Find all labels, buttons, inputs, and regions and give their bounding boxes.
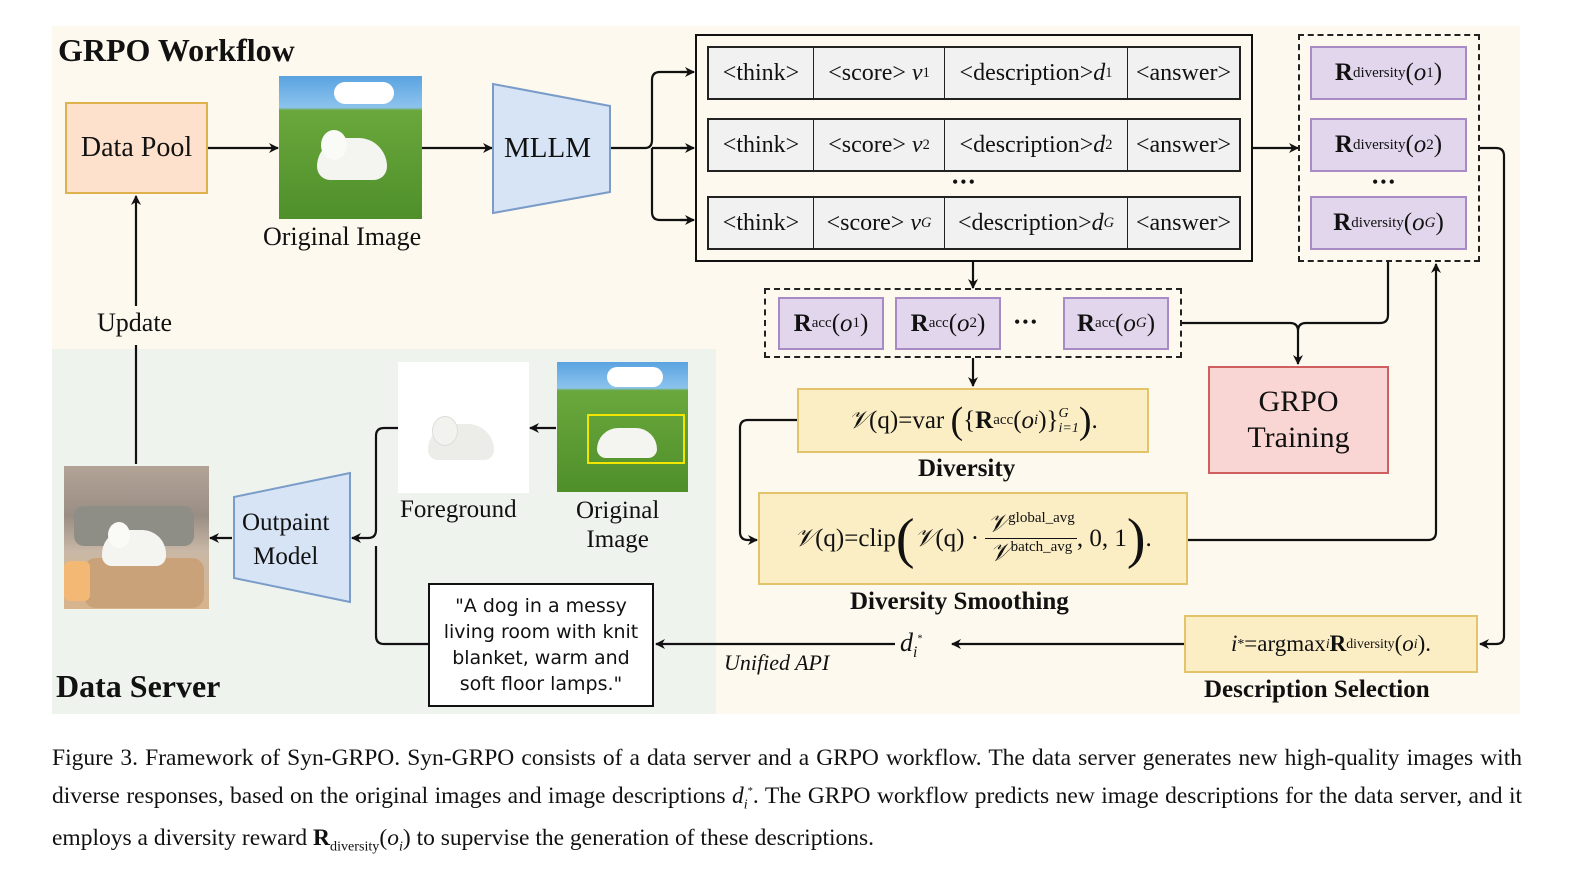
description-line: "A dog in a messy [455, 595, 627, 617]
answer-tag: <answer> [1135, 59, 1232, 86]
answer-tag: <answer> [1135, 131, 1232, 158]
accuracy-rewards-group [764, 288, 1182, 358]
generated-image [64, 466, 209, 609]
mllm-label: MLLM [504, 132, 591, 164]
ellipsis: ••• [1372, 172, 1397, 192]
arrow-rewards-to-grpo [1182, 262, 1390, 364]
arrow-smoothing-to-diversity-rewards [1188, 263, 1441, 542]
outpaint-shape [233, 471, 351, 604]
ellipsis: ••• [952, 172, 977, 192]
think-tag: <think> [709, 198, 814, 248]
description-line: blanket, warm and [452, 647, 630, 669]
selected-description-symbol: di* [900, 628, 923, 662]
think-tag: <think> [709, 120, 814, 170]
arrow-diversity-to-selection [1479, 146, 1506, 649]
answer-tag: <answer> [1135, 209, 1232, 236]
mllm-shape [492, 82, 611, 215]
description-selection-label: Description Selection [1204, 676, 1430, 703]
arrow-diversity-to-smoothing [738, 418, 797, 545]
data-server-title: Data Server [56, 668, 221, 704]
think-tag: <think> [709, 48, 814, 98]
diversity-smoothing-label: Diversity Smoothing [850, 588, 1069, 615]
bounding-box [587, 414, 685, 464]
original-image [279, 76, 422, 219]
description-line: soft floor lamps." [459, 673, 623, 695]
update-label: Update [97, 308, 173, 337]
foreground-image [398, 362, 529, 493]
selected-description-box: "A dog in a messy living room with knit … [428, 583, 654, 707]
ellipsis: ••• [1014, 312, 1039, 332]
original-image-with-bbox [557, 362, 688, 492]
workflow-title: GRPO Workflow [58, 32, 295, 68]
data-pool-node: Data Pool [65, 102, 208, 194]
arrow-description-to-outpaint [352, 426, 428, 646]
arrow-mllm-to-responses [610, 70, 693, 222]
diversity-rewards-group [1298, 34, 1480, 262]
description-line: living room with knit [443, 621, 639, 643]
figure-caption: Figure 3. Framework of Syn-GRPO. Syn-GRP… [52, 745, 1522, 855]
unified-api-label: Unified API [724, 650, 830, 675]
diversity-label: Diversity [918, 455, 1016, 482]
grpo-training-line2: Training [1247, 421, 1350, 454]
original-image-label: Original Image [263, 222, 422, 251]
foreground-label: Foreground [400, 496, 517, 523]
grpo-training-line1: GRPO [1258, 385, 1339, 418]
